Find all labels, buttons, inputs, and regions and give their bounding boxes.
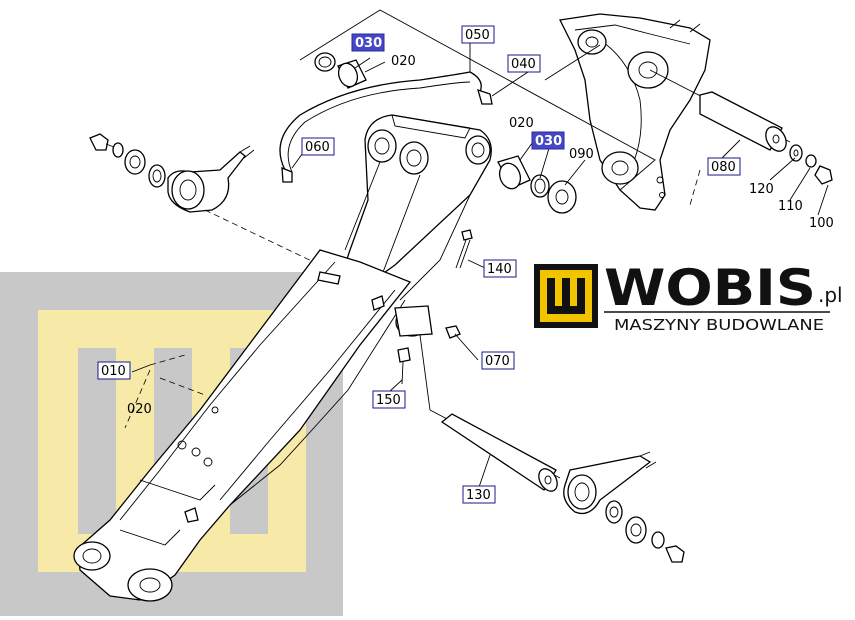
part-label-020: 020 bbox=[509, 116, 534, 131]
part-label-text: 100 bbox=[809, 216, 834, 231]
logo-brand: WOBIS bbox=[604, 259, 816, 317]
part-label-box bbox=[97, 361, 131, 380]
part-label-text: 140 bbox=[487, 262, 512, 277]
logo-tagline: MASZYNY BUDOWLANE bbox=[614, 316, 824, 334]
part-label-110: 110 bbox=[778, 199, 803, 214]
part-label-text: 030 bbox=[535, 134, 562, 149]
part-label-010: 010 bbox=[97, 361, 131, 380]
part-label-text: 020 bbox=[509, 116, 534, 131]
part-label-text: 020 bbox=[391, 54, 416, 69]
part-label-text: 090 bbox=[569, 147, 594, 162]
part-label-090: 090 bbox=[569, 147, 594, 162]
part-label-text: 050 bbox=[465, 28, 490, 43]
part-label-060: 060 bbox=[301, 137, 335, 156]
fittings-070-150 bbox=[397, 325, 461, 385]
part-labels: 0300200500400600200300900801201101001400… bbox=[97, 25, 834, 504]
logo-suffix: .pl bbox=[818, 283, 843, 307]
part-label-130: 130 bbox=[462, 485, 496, 504]
part-label-040: 040 bbox=[507, 54, 541, 73]
part-label-text: 060 bbox=[305, 140, 330, 155]
part-label-box bbox=[461, 25, 495, 44]
mount-bracket bbox=[559, 13, 711, 211]
part-label-080: 080 bbox=[707, 157, 741, 176]
part-label-box bbox=[707, 157, 741, 176]
part-label-text: 040 bbox=[511, 57, 536, 72]
pin-080 bbox=[649, 69, 833, 185]
part-label-text: 120 bbox=[749, 182, 774, 197]
part-label-box bbox=[481, 351, 515, 370]
boom-arm bbox=[73, 114, 492, 602]
part-label-text: 130 bbox=[466, 488, 491, 503]
part-label-020: 020 bbox=[391, 54, 416, 69]
part-label-box bbox=[372, 390, 406, 409]
bushing-right bbox=[497, 155, 577, 214]
part-label-box bbox=[531, 131, 565, 150]
part-label-text: 010 bbox=[101, 364, 126, 379]
left-hardware bbox=[89, 133, 321, 266]
part-label-box bbox=[301, 137, 335, 156]
pin-130 bbox=[419, 334, 685, 563]
part-label-150: 150 bbox=[372, 390, 406, 409]
part-label-text: 080 bbox=[711, 160, 736, 175]
part-label-070: 070 bbox=[481, 351, 515, 370]
part-label-box bbox=[507, 54, 541, 73]
part-label-140: 140 bbox=[483, 259, 517, 278]
part-label-120: 120 bbox=[749, 182, 774, 197]
part-label-100: 100 bbox=[809, 216, 834, 231]
part-label-box bbox=[351, 33, 385, 52]
part-label-box bbox=[462, 485, 496, 504]
part-label-text: 020 bbox=[127, 402, 152, 417]
bolt-140 bbox=[455, 229, 473, 269]
part-label-text: 070 bbox=[485, 354, 510, 369]
part-label-030: 030 bbox=[531, 131, 565, 150]
part-label-box bbox=[483, 259, 517, 278]
part-label-text: 030 bbox=[355, 36, 382, 51]
part-label-text: 110 bbox=[778, 199, 803, 214]
part-label-020: 020 bbox=[127, 402, 152, 417]
part-label-text: 150 bbox=[376, 393, 401, 408]
bushing-top bbox=[314, 52, 367, 89]
part-label-050: 050 bbox=[461, 25, 495, 44]
wobis-logo: WOBIS .pl MASZYNY BUDOWLANE bbox=[534, 259, 843, 334]
part-label-030: 030 bbox=[351, 33, 385, 52]
leader-lines bbox=[124, 9, 829, 491]
